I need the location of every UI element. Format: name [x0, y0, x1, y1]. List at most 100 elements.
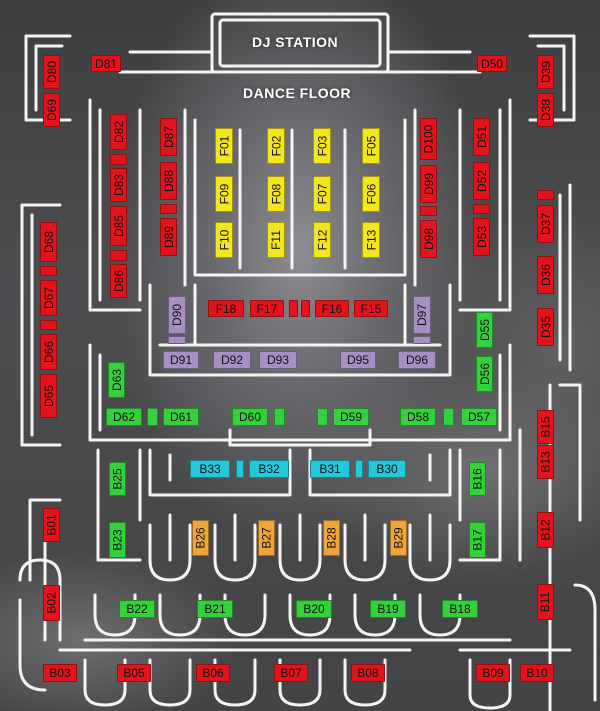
- booth-f09[interactable]: F09: [215, 176, 233, 212]
- booth-d88[interactable]: D88: [160, 162, 177, 200]
- booth-b29[interactable]: B29: [390, 520, 407, 556]
- booth-b26[interactable]: B26: [192, 520, 209, 556]
- booth-small[interactable]: [420, 206, 437, 216]
- booth-b19[interactable]: B19: [370, 600, 406, 618]
- booth-b03[interactable]: B03: [43, 664, 77, 682]
- booth-d36[interactable]: D36: [537, 256, 554, 294]
- booth-d38[interactable]: D38: [537, 93, 554, 127]
- booth-b08[interactable]: B08: [351, 664, 385, 682]
- booth-d89[interactable]: D89: [160, 218, 177, 256]
- booth-b21[interactable]: B21: [197, 600, 233, 618]
- booth-b33[interactable]: B33: [190, 460, 230, 478]
- booth-d81[interactable]: D81: [91, 55, 121, 72]
- booth-b07[interactable]: B07: [274, 664, 308, 682]
- booth-d87[interactable]: D87: [160, 118, 177, 156]
- booth-d61[interactable]: D61: [163, 408, 199, 426]
- booth-small[interactable]: [160, 204, 177, 214]
- booth-d68[interactable]: D68: [40, 222, 57, 262]
- booth-d100[interactable]: D100: [420, 118, 437, 160]
- booth-small[interactable]: [110, 250, 127, 261]
- booth-small[interactable]: [473, 204, 490, 214]
- booth-b10[interactable]: B10: [520, 664, 554, 682]
- booth-d80[interactable]: D80: [43, 55, 60, 89]
- booth-b25[interactable]: B25: [109, 462, 126, 496]
- booth-d60[interactable]: D60: [232, 408, 268, 426]
- booth-small[interactable]: [317, 408, 328, 426]
- booth-b31[interactable]: B31: [310, 460, 350, 478]
- booth-f07[interactable]: F07: [313, 176, 331, 212]
- booth-small[interactable]: [355, 460, 363, 478]
- booth-d85[interactable]: D85: [110, 206, 127, 246]
- booth-small[interactable]: [147, 408, 158, 426]
- booth-d59[interactable]: D59: [333, 408, 369, 426]
- booth-b05[interactable]: B05: [117, 664, 151, 682]
- booth-d65[interactable]: D65: [40, 374, 57, 418]
- booth-small[interactable]: [443, 408, 454, 426]
- booth-b23[interactable]: B23: [109, 522, 126, 558]
- booth-d62[interactable]: D62: [106, 408, 142, 426]
- booth-d69[interactable]: D69: [43, 93, 60, 127]
- booth-d55[interactable]: D55: [476, 312, 493, 348]
- booth-small[interactable]: [537, 190, 554, 200]
- booth-b02[interactable]: B02: [43, 585, 60, 621]
- booth-d56[interactable]: D56: [476, 356, 493, 392]
- booth-d37[interactable]: D37: [537, 205, 554, 243]
- booth-small[interactable]: [236, 460, 244, 478]
- booth-d39[interactable]: D39: [537, 55, 554, 89]
- booth-d66[interactable]: D66: [40, 334, 57, 370]
- booth-b28[interactable]: B28: [323, 520, 340, 556]
- booth-b22[interactable]: B22: [119, 600, 155, 618]
- booth-d97[interactable]: D97: [413, 296, 431, 334]
- booth-d99[interactable]: D99: [420, 165, 437, 203]
- booth-b16[interactable]: B16: [469, 462, 486, 496]
- booth-d53[interactable]: D53: [473, 218, 490, 256]
- booth-d35[interactable]: D35: [537, 308, 554, 346]
- booth-small[interactable]: [40, 320, 57, 330]
- booth-b18[interactable]: B18: [442, 600, 478, 618]
- booth-d58[interactable]: D58: [400, 408, 436, 426]
- booth-b11[interactable]: B11: [537, 584, 554, 620]
- booth-b01[interactable]: B01: [43, 508, 60, 542]
- booth-f18[interactable]: F18: [208, 300, 244, 317]
- booth-small[interactable]: [289, 300, 298, 317]
- booth-d90[interactable]: D90: [168, 296, 186, 334]
- booth-b32[interactable]: B32: [249, 460, 289, 478]
- booth-d83[interactable]: D83: [110, 168, 127, 202]
- booth-f03[interactable]: F03: [313, 128, 331, 164]
- booth-d50[interactable]: D50: [477, 55, 507, 72]
- booth-f16[interactable]: F16: [315, 300, 349, 317]
- booth-f13[interactable]: F13: [362, 222, 380, 258]
- booth-d86[interactable]: D86: [110, 264, 127, 298]
- booth-f01[interactable]: F01: [215, 128, 233, 164]
- booth-small[interactable]: [274, 408, 285, 426]
- booth-d51[interactable]: D51: [473, 118, 490, 156]
- booth-d93[interactable]: D93: [259, 351, 297, 369]
- booth-b09[interactable]: B09: [476, 664, 510, 682]
- booth-d92[interactable]: D92: [213, 351, 251, 369]
- booth-f11[interactable]: F11: [267, 222, 285, 258]
- booth-d96[interactable]: D96: [398, 351, 436, 369]
- booth-f15[interactable]: F15: [354, 300, 388, 317]
- booth-small[interactable]: [301, 300, 310, 317]
- booth-d63[interactable]: D63: [108, 362, 125, 398]
- booth-f12[interactable]: F12: [313, 222, 331, 258]
- booth-d82[interactable]: D82: [110, 114, 127, 150]
- booth-f17[interactable]: F17: [250, 300, 284, 317]
- booth-small[interactable]: [413, 336, 431, 344]
- booth-f05[interactable]: F05: [362, 128, 380, 164]
- booth-b20[interactable]: B20: [296, 600, 332, 618]
- booth-f10[interactable]: F10: [215, 222, 233, 258]
- booth-b13[interactable]: B13: [537, 445, 554, 479]
- booth-d91[interactable]: D91: [163, 351, 199, 369]
- booth-d57[interactable]: D57: [461, 408, 497, 426]
- booth-small[interactable]: [168, 336, 186, 344]
- booth-d95[interactable]: D95: [340, 351, 376, 369]
- booth-d52[interactable]: D52: [473, 162, 490, 200]
- booth-b15[interactable]: B15: [537, 410, 554, 444]
- booth-b30[interactable]: B30: [368, 460, 406, 478]
- booth-b06[interactable]: B06: [196, 664, 230, 682]
- booth-b12[interactable]: B12: [537, 512, 554, 548]
- booth-d67[interactable]: D67: [40, 280, 57, 316]
- booth-small[interactable]: [40, 266, 57, 276]
- booth-f02[interactable]: F02: [267, 128, 285, 164]
